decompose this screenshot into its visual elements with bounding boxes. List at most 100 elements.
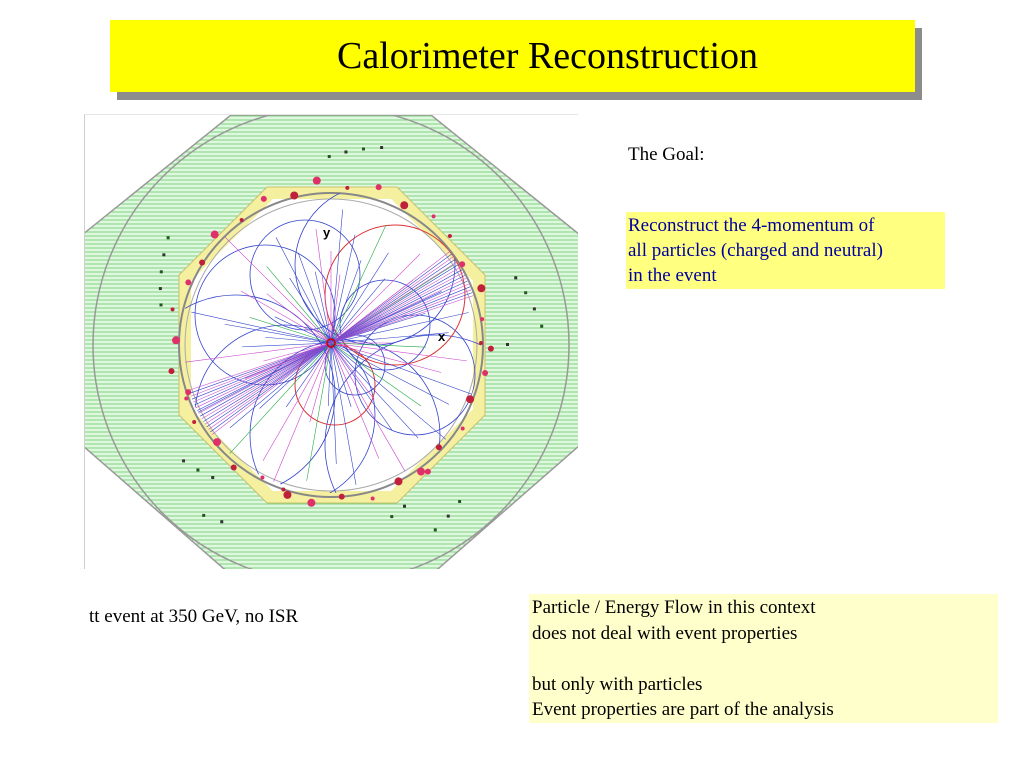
track-line <box>330 342 426 348</box>
coil-inner <box>184 198 478 492</box>
event-display-figure: y x <box>84 114 578 569</box>
note-line: but only with particles <box>532 673 703 695</box>
track-line <box>330 342 419 439</box>
cluster-hit <box>345 185 350 190</box>
track-line <box>263 342 332 362</box>
track-line <box>330 209 343 344</box>
track-line <box>330 342 337 464</box>
cluster-hit <box>159 270 163 274</box>
track-line <box>314 271 332 344</box>
cluster-hit <box>168 368 175 375</box>
cluster-hit <box>524 291 528 295</box>
track-line <box>240 290 332 344</box>
note-line <box>532 646 995 672</box>
track-line <box>330 342 406 472</box>
cluster-hit <box>446 514 450 518</box>
goal-box: Reconstruct the 4-momentum of all partic… <box>626 212 945 289</box>
cluster-hit <box>370 496 375 501</box>
cluster-hit <box>202 513 206 517</box>
cluster-hit <box>172 336 181 345</box>
track-line <box>185 342 332 363</box>
track-line <box>330 274 341 344</box>
track-line <box>226 342 332 458</box>
track-line <box>330 342 380 459</box>
track-line <box>330 342 442 373</box>
track-line <box>188 292 481 391</box>
track-line <box>275 237 332 344</box>
cluster-hit <box>433 528 437 532</box>
note-box: Particle / Energy Flow in this context d… <box>529 594 998 723</box>
goal-line: Reconstruct the 4-momentum of <box>628 215 875 236</box>
cluster-hit <box>182 459 186 463</box>
track-line <box>286 342 332 408</box>
track-line <box>265 336 332 344</box>
cluster-hit <box>540 324 544 328</box>
track-line <box>330 342 478 397</box>
cluster-hit <box>260 195 267 202</box>
track-line <box>330 278 386 344</box>
track-line <box>306 342 332 481</box>
cluster-hit <box>213 438 222 447</box>
goal-line: all particles (charged and neutral) <box>628 240 883 261</box>
cluster-hit <box>361 147 365 151</box>
track-line <box>274 316 332 344</box>
cluster-hit <box>230 464 237 471</box>
track-line <box>249 317 332 344</box>
slide-title: Calorimeter Reconstruction <box>336 35 759 77</box>
note-line: Event properties are part of the analysi… <box>532 699 834 720</box>
cluster-hit <box>458 499 462 503</box>
track-line <box>309 342 332 423</box>
cluster-hit <box>239 218 244 223</box>
track-line <box>330 234 356 344</box>
track-line <box>259 342 332 409</box>
cluster-hit <box>532 307 536 311</box>
cluster-hit <box>327 155 331 159</box>
cluster-hit <box>459 261 466 268</box>
note-line: Particle / Energy Flow in this context <box>532 597 816 618</box>
cluster-hit <box>185 389 192 396</box>
track-line <box>330 342 422 407</box>
track-line <box>269 342 332 491</box>
track-arc <box>249 219 361 331</box>
coil-outer <box>178 192 484 498</box>
event-display-svg: y x <box>85 115 578 569</box>
cluster-hit <box>199 259 206 266</box>
cluster-hit <box>338 493 345 500</box>
cluster-hit <box>402 504 406 508</box>
track-arc <box>339 279 431 371</box>
cluster-hit <box>210 230 219 239</box>
cluster-hit <box>435 444 442 451</box>
track-line <box>224 323 332 344</box>
cluster-hit <box>482 369 489 376</box>
goal-line: in the event <box>628 265 717 286</box>
cluster-hit <box>487 345 494 352</box>
axis-x-label: x <box>438 329 446 344</box>
cluster-hit <box>480 317 485 322</box>
track-line <box>219 231 332 344</box>
track-line <box>191 311 332 344</box>
track-line <box>330 342 375 400</box>
track-line <box>330 252 389 344</box>
cluster-hit <box>424 468 431 475</box>
track-line <box>330 342 357 485</box>
cluster-hit <box>390 515 394 519</box>
cluster-hit <box>290 191 299 200</box>
cluster-hit <box>479 341 483 345</box>
cluster-hit <box>220 520 224 524</box>
cluster-hit <box>170 307 175 312</box>
track-line <box>327 342 332 406</box>
cluster-hit <box>417 467 426 476</box>
track-line <box>330 312 469 344</box>
cluster-hit <box>375 184 382 191</box>
cluster-hit <box>312 176 321 185</box>
note-line: does not deal with event properties <box>532 622 798 644</box>
cluster-hit <box>184 396 189 401</box>
cluster-hit <box>158 287 162 291</box>
track-line <box>315 228 332 344</box>
track-line <box>330 260 362 344</box>
cluster-hit <box>307 498 316 507</box>
track-line <box>330 225 387 344</box>
track-arc <box>181 294 336 493</box>
track-line <box>297 252 332 344</box>
outer-boundary <box>92 115 570 569</box>
